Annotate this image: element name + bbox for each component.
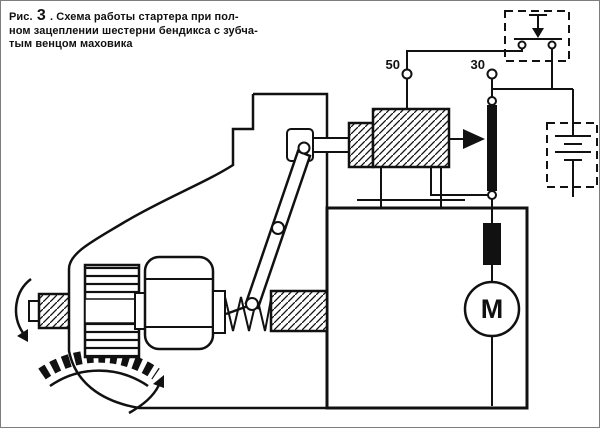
contact-top-node xyxy=(487,96,497,106)
figure-number: 3 xyxy=(36,7,46,24)
flywheel-ring-gear xyxy=(38,349,160,388)
battery xyxy=(546,122,598,197)
shaft-nose xyxy=(28,292,71,330)
battery-box xyxy=(546,122,598,188)
rotation-arrow-bottom xyxy=(128,375,164,415)
splined-shaft xyxy=(269,289,329,333)
caption-line-1: Рис. 3 . Схема работы стартера при пол- xyxy=(9,7,309,25)
caption-text-1: . Схема работы стартера при пол- xyxy=(50,11,239,23)
terminal-50-label: 50 xyxy=(386,57,400,72)
bendix-pinion-gear xyxy=(83,263,141,359)
overrunning-clutch xyxy=(134,255,226,351)
ignition-switch xyxy=(504,10,570,62)
caption-line-3: тым венцом маховика xyxy=(9,38,133,50)
caption-line-2: ном зацеплении шестерни бендикса с зубча… xyxy=(9,24,258,37)
drive-spring xyxy=(224,296,272,332)
wire-switch-to-terminal50 xyxy=(406,48,523,109)
rotation-arrow-left xyxy=(14,278,32,342)
switch-actuator-arrow xyxy=(532,28,544,38)
contact-bar xyxy=(487,105,497,191)
ignition-switch-box xyxy=(504,10,570,62)
figure-caption: Рис. 3 . Схема работы стартера при пол- … xyxy=(9,7,309,52)
engagement-lever-assembly xyxy=(225,121,376,316)
field-winding xyxy=(483,223,501,265)
solenoid-plunger xyxy=(347,121,375,169)
figure-label: Рис. xyxy=(9,11,33,23)
moving-contact-arrow xyxy=(463,129,485,149)
terminal-30-label: 30 xyxy=(471,57,485,72)
motor-label: M xyxy=(481,294,504,324)
starter-housing xyxy=(67,92,329,410)
terminal-50-node xyxy=(401,68,413,80)
motor-symbol: M xyxy=(463,280,521,338)
solenoid-contact-switch xyxy=(449,105,497,191)
contact-bottom-node xyxy=(487,190,497,200)
terminal-30-node xyxy=(486,68,498,80)
wire-solenoid-winding xyxy=(430,167,488,196)
solenoid xyxy=(357,107,465,208)
